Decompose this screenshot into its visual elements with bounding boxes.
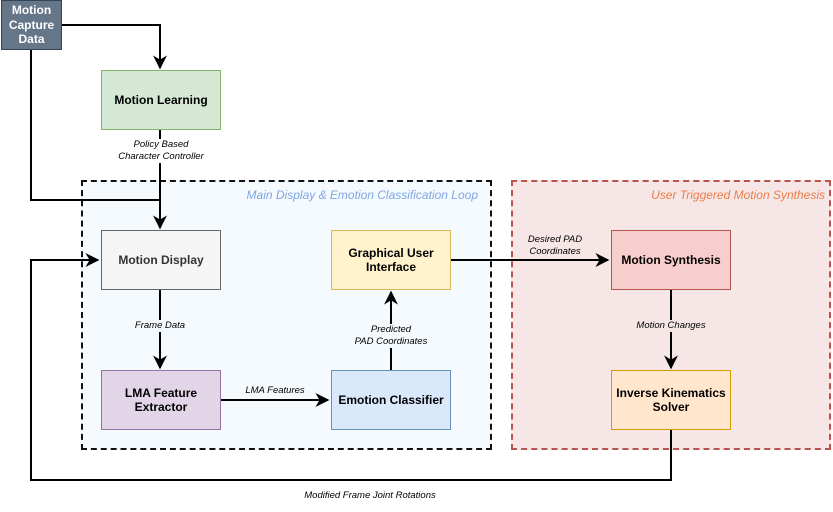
emotion-classifier-node: Emotion Classifier — [331, 370, 451, 430]
motion-learning-node: Motion Learning — [101, 70, 221, 130]
motion-display-node: Motion Display — [101, 230, 221, 290]
motion-display-label: Motion Display — [118, 252, 204, 267]
edge-label-frame-data: Frame Data — [120, 320, 200, 332]
motion-synthesis-region-title: User Triggered Motion Synthesis — [651, 188, 825, 202]
motion-synthesis-label: Motion Synthesis — [621, 252, 721, 267]
edge-label-motion-changes: Motion Changes — [621, 320, 721, 332]
motion-learning-label: Motion Learning — [114, 92, 208, 107]
motion-synthesis-node: Motion Synthesis — [611, 230, 731, 290]
emotion-classifier-label: Emotion Classifier — [338, 392, 444, 407]
edge-capture-to-learning — [61, 24, 167, 70]
main-loop-region-title: Main Display & Emotion Classification Lo… — [246, 188, 478, 202]
edge-label-modified-rotations: Modified Frame Joint Rotations — [304, 490, 436, 501]
edge-label-lma-features: LMA Features — [245, 385, 305, 396]
edge-ik-to-display — [30, 253, 672, 481]
